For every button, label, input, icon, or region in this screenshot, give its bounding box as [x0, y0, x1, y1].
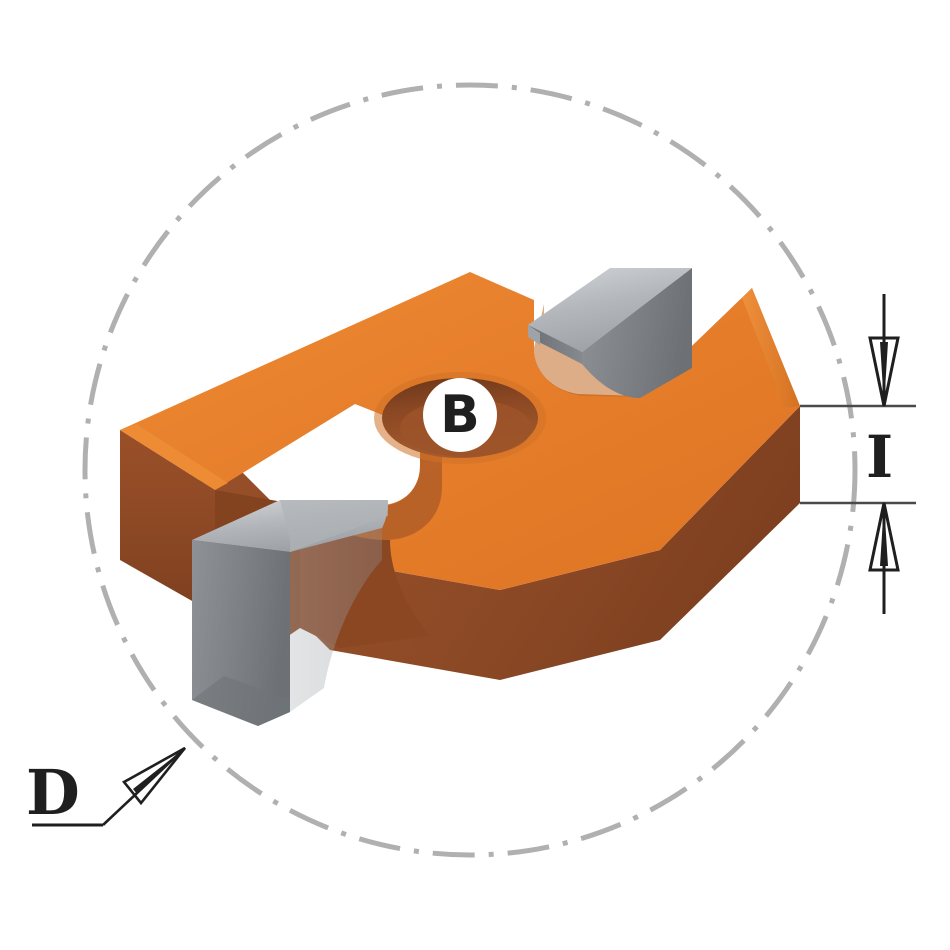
bore-label-text: B: [440, 385, 480, 445]
arrow-head-d: [122, 746, 187, 806]
arrow-head-i-top-fill: [880, 342, 888, 406]
knife-front-face-ur: [582, 268, 692, 398]
dimension-i: [800, 294, 916, 614]
knife-edge-strip-ll: [280, 500, 388, 552]
arrow-head-d-fill: [133, 748, 185, 794]
carbide-knife-lower-left: [192, 500, 388, 726]
dimension-label-d: D: [26, 756, 80, 829]
body-side-left: [120, 430, 215, 614]
knife-left-slab-ur: [528, 325, 540, 345]
body-nose-left: [120, 424, 228, 490]
knife-side-face-ll: [290, 528, 382, 712]
knife-end-face-ur: [528, 325, 582, 364]
arrow-head-i-bottom-fill: [880, 503, 888, 566]
carbide-knife-upper-right: [528, 268, 692, 398]
arrow-head-i-bottom: [868, 502, 900, 572]
bore-label-badge: B: [423, 378, 497, 452]
dimension-d: [32, 746, 187, 827]
arrow-head-i-top: [868, 336, 900, 407]
knife-top-face-ur: [528, 268, 692, 352]
body-chamfer-right: [742, 288, 800, 408]
dimension-label-i: I: [866, 423, 894, 491]
knife-bottom-face-ll: [192, 676, 290, 726]
guide-circle: [82, 82, 858, 858]
knife-front-face-ll: [192, 540, 290, 726]
